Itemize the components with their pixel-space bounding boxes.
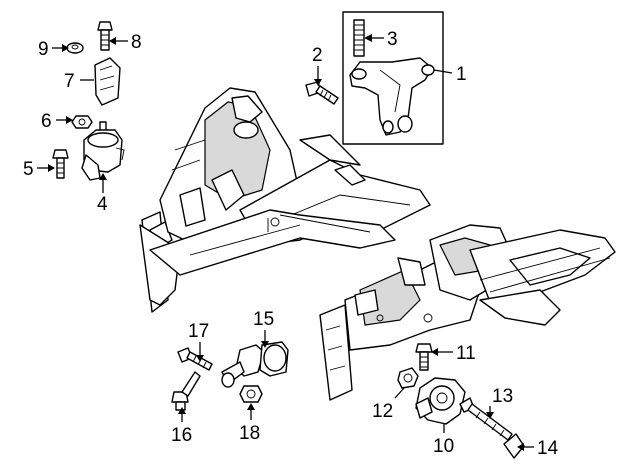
callout-4: 4: [97, 194, 108, 215]
bolt-part-11: [415, 343, 433, 371]
bolt-part-8: [97, 21, 113, 51]
callout-15: 15: [253, 309, 274, 330]
heat-shield-part-7: [94, 57, 121, 106]
engine-mount-bracket: [349, 57, 435, 136]
transmission-mount-part-10: [415, 377, 466, 425]
callout-18: 18: [239, 423, 260, 444]
nut-part-9: [66, 42, 84, 54]
callout-17: 17: [188, 321, 209, 342]
callout-9: 9: [38, 39, 49, 60]
callout-14: 14: [537, 438, 559, 459]
engine-mount-bracket-inset-box: [342, 11, 444, 145]
callout-5: 5: [23, 159, 34, 180]
callout-arrows: [37, 34, 534, 451]
callout-7: 7: [64, 71, 75, 92]
nut-part-6: [71, 115, 93, 129]
callout-12: 12: [372, 401, 393, 422]
bolt-part-5: [52, 149, 69, 179]
front-frame-rail-left: [139, 87, 431, 313]
callout-1: 1: [456, 64, 467, 85]
callout-13: 13: [492, 386, 513, 407]
engine-mount-part-4: [81, 121, 125, 181]
nut-part-12: [397, 367, 419, 389]
callout-8: 8: [131, 32, 142, 53]
bolt-part-2: [305, 81, 339, 105]
nut-part-18: [239, 385, 263, 403]
callout-6: 6: [41, 111, 52, 132]
torque-strut-part-15: [221, 341, 289, 388]
bolt-part-17: [177, 347, 213, 371]
bolt-part-16: [171, 371, 201, 411]
callout-10: 10: [433, 436, 454, 457]
callout-16: 16: [171, 425, 192, 446]
stud-part-3: [353, 19, 365, 57]
callout-3: 3: [387, 29, 398, 50]
callout-2: 2: [312, 45, 323, 66]
front-frame-rail-right: [319, 224, 616, 401]
callout-11: 11: [456, 343, 476, 364]
